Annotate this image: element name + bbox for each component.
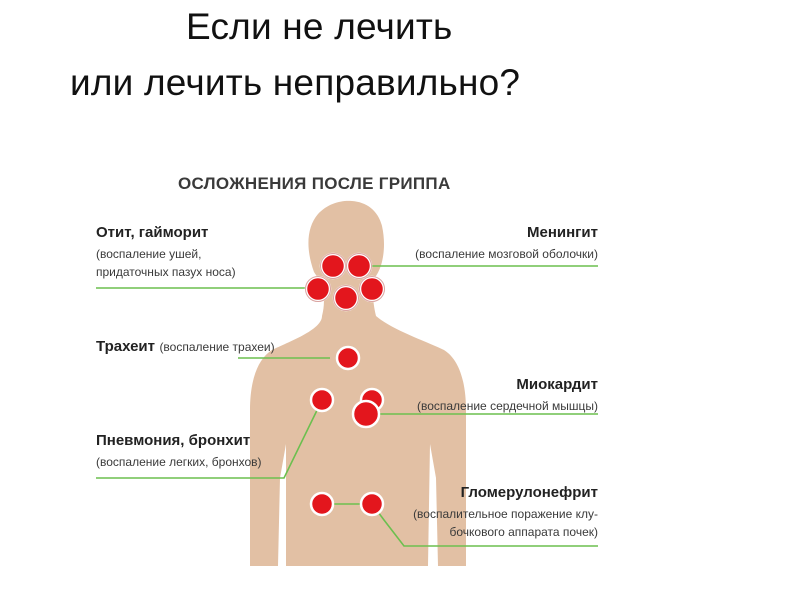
human-silhouette	[250, 200, 466, 567]
title-line-1: Если не лечить	[186, 6, 453, 47]
label-glomerulonephritis-name: Гломерулонефрит	[460, 484, 598, 501]
marker-heart	[351, 399, 381, 429]
label-myocarditis-desc: (воспаление сердечной мышцы)	[416, 399, 598, 413]
marker-head-2	[345, 252, 373, 280]
markers	[304, 252, 386, 517]
label-glomerulonephritis: Гломерулонефрит (воспалительное поражени…	[384, 484, 598, 539]
label-tracheitis-desc: (воспаление трахеи)	[159, 340, 275, 354]
marker-head-5	[332, 284, 360, 312]
label-pneumonia-desc: (воспаление легких, бронхов)	[96, 455, 262, 469]
diagram-heading: ОСЛОЖНЕНИЯ ПОСЛЕ ГРИППА	[178, 174, 451, 193]
slide-title: Если не лечить или лечить неправильно?	[0, 0, 800, 120]
label-otitis-desc-2: придаточных пазух носа)	[96, 265, 236, 279]
label-pneumonia: Пневмония, бронхит (воспаление легких, б…	[96, 432, 262, 469]
label-otitis-name: Отит, гайморит	[96, 224, 209, 241]
label-meningitis-desc: (воспаление мозговой оболочки)	[415, 247, 598, 261]
marker-head-3	[304, 275, 332, 303]
marker-head-4	[358, 275, 386, 303]
label-glomerulonephritis-desc-2: бочкового аппарата почек)	[449, 525, 598, 539]
leader-line-pneumonia	[96, 399, 323, 479]
label-otitis: Отит, гайморит (воспаление ушей, придато…	[96, 224, 236, 279]
marker-trachea	[335, 345, 361, 371]
label-pneumonia-name: Пневмония, бронхит	[96, 432, 251, 449]
label-glomerulonephritis-desc-1: (воспалительное поражение клу-	[413, 507, 598, 521]
marker-kidney-right	[359, 491, 385, 517]
marker-lung-left	[309, 387, 335, 413]
label-meningitis-name: Менингит	[527, 224, 598, 241]
label-tracheitis-name: Трахеит	[96, 338, 155, 355]
label-tracheitis: Трахеит (воспаление трахеи)	[96, 338, 275, 356]
label-otitis-desc-1: (воспаление ушей,	[96, 247, 202, 261]
label-myocarditis-name: Миокардит	[516, 376, 598, 393]
marker-kidney-left	[309, 491, 335, 517]
label-myocarditis: Миокардит (воспаление сердечной мышцы)	[386, 376, 598, 413]
title-line-2: или лечить неправильно?	[70, 62, 521, 103]
marker-head-1	[319, 252, 347, 280]
label-meningitis: Менингит (воспаление мозговой оболочки)	[376, 224, 598, 261]
